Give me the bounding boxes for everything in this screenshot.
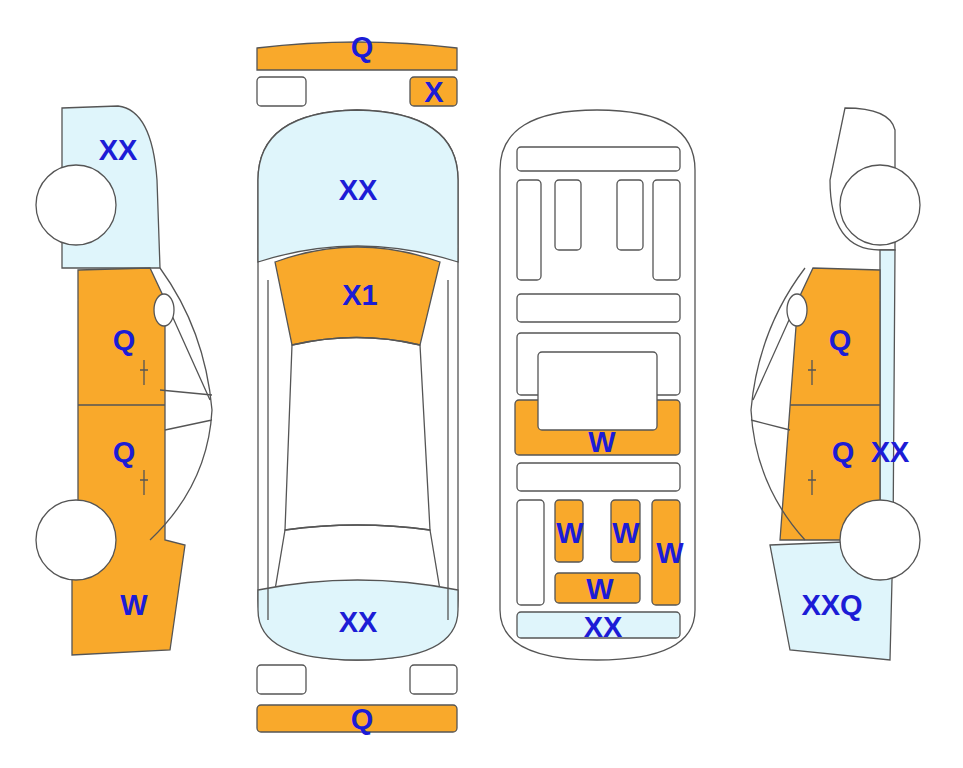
damage-code: XXQ bbox=[801, 591, 862, 620]
panel-zone: Q bbox=[111, 324, 138, 357]
panel-zone: W bbox=[586, 426, 618, 459]
panel-zone: W bbox=[554, 517, 586, 550]
damage-code: W bbox=[588, 428, 615, 457]
damage-code: XX bbox=[584, 613, 623, 642]
damage-code: XX bbox=[871, 438, 910, 467]
damage-code: X1 bbox=[342, 281, 377, 310]
panel-zone: XX bbox=[337, 606, 380, 639]
panel-zone: W bbox=[118, 589, 150, 622]
damage-code: Q bbox=[113, 326, 136, 355]
panel-zone: W bbox=[610, 517, 642, 550]
damage-code: W bbox=[556, 519, 583, 548]
damage-code: Q bbox=[829, 326, 852, 355]
panel-zone: XX bbox=[337, 174, 380, 207]
panel-zone: Q bbox=[349, 31, 376, 64]
panel-zone: XX bbox=[869, 436, 912, 469]
panel-zone: W bbox=[654, 537, 686, 570]
panel-zone: XX bbox=[582, 611, 625, 644]
damage-code: XX bbox=[339, 608, 378, 637]
damage-code: W bbox=[656, 539, 683, 568]
damage-code: W bbox=[586, 575, 613, 604]
damage-code: Q bbox=[113, 438, 136, 467]
panel-zone: Q bbox=[111, 436, 138, 469]
damage-code: W bbox=[612, 519, 639, 548]
panel-zone: XX bbox=[97, 134, 140, 167]
panel-zone: Q bbox=[349, 703, 376, 736]
damage-code: XX bbox=[339, 176, 378, 205]
damage-code: X bbox=[424, 78, 443, 107]
damage-code: Q bbox=[351, 33, 374, 62]
panel-zone: Q bbox=[827, 324, 854, 357]
damage-code: W bbox=[120, 591, 147, 620]
damage-code: XX bbox=[99, 136, 138, 165]
panel-zone: XXQ bbox=[799, 589, 865, 622]
panel-zone: X bbox=[422, 76, 446, 109]
panel-zone: X1 bbox=[340, 279, 380, 312]
panel-zone: Q bbox=[830, 436, 857, 469]
panel-zone: W bbox=[584, 573, 616, 606]
damage-code: Q bbox=[832, 438, 855, 467]
damage-code: Q bbox=[351, 705, 374, 734]
